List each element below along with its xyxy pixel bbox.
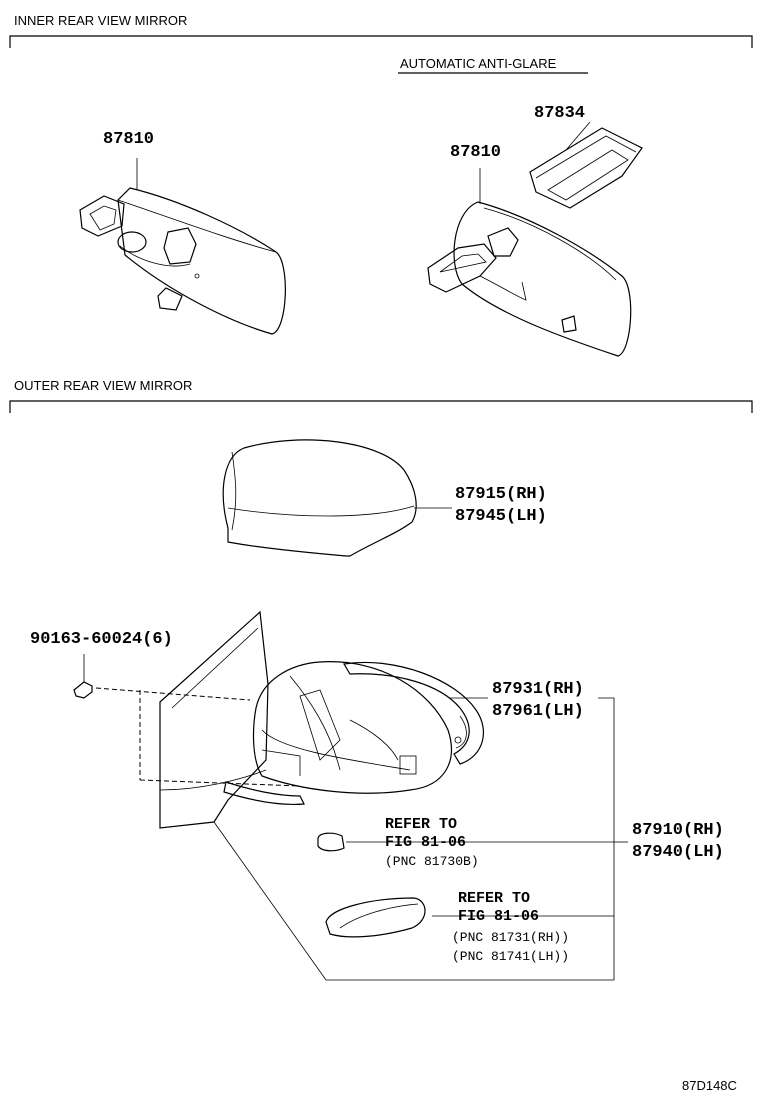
outer-mirror-drawing	[73, 610, 628, 981]
part-number-sensor: 87834	[534, 104, 586, 123]
part-number-inner-mirror: 87810	[103, 130, 155, 149]
ref1-line3: (PNC 81730B)	[385, 854, 479, 869]
outer-section-frame	[9, 400, 753, 413]
inner-section-title: INNER REAR VIEW MIRROR	[14, 13, 188, 28]
ref2-line4: (PNC 81741(LH))	[452, 949, 570, 964]
part-number-screw: 90163-60024(6)	[30, 630, 173, 649]
inner-section-frame	[9, 35, 753, 48]
part-number-housing-rh: 87931(RH)	[492, 680, 584, 699]
part-number-assembly-rh: 87910(RH)	[632, 821, 724, 840]
ref2-line1: REFER TO	[458, 890, 531, 907]
inner-mirror-drawing	[79, 158, 286, 335]
part-number-housing-lh: 87961(LH)	[492, 702, 584, 721]
part-number-cover-rh: 87915(RH)	[455, 485, 547, 504]
ref1-line1: REFER TO	[385, 816, 458, 833]
bracket-assembly	[213, 697, 615, 981]
ref1-line2: FIG 81-06	[385, 834, 467, 851]
leader-sensor	[565, 121, 591, 151]
mirror-cover-drawing	[222, 439, 452, 557]
ref2-line3: (PNC 81731(RH))	[452, 930, 570, 945]
ref2-line2: FIG 81-06	[458, 908, 540, 925]
auto-anti-glare-title: AUTOMATIC ANTI-GLARE	[400, 56, 557, 71]
auto-mirror-drawing	[427, 121, 643, 357]
part-number-auto-mirror: 87810	[450, 143, 502, 162]
figure-id: 87D148C	[682, 1078, 737, 1093]
outer-section-title: OUTER REAR VIEW MIRROR	[14, 378, 193, 393]
part-number-assembly-lh: 87940(LH)	[632, 843, 724, 862]
part-number-cover-lh: 87945(LH)	[455, 507, 547, 526]
